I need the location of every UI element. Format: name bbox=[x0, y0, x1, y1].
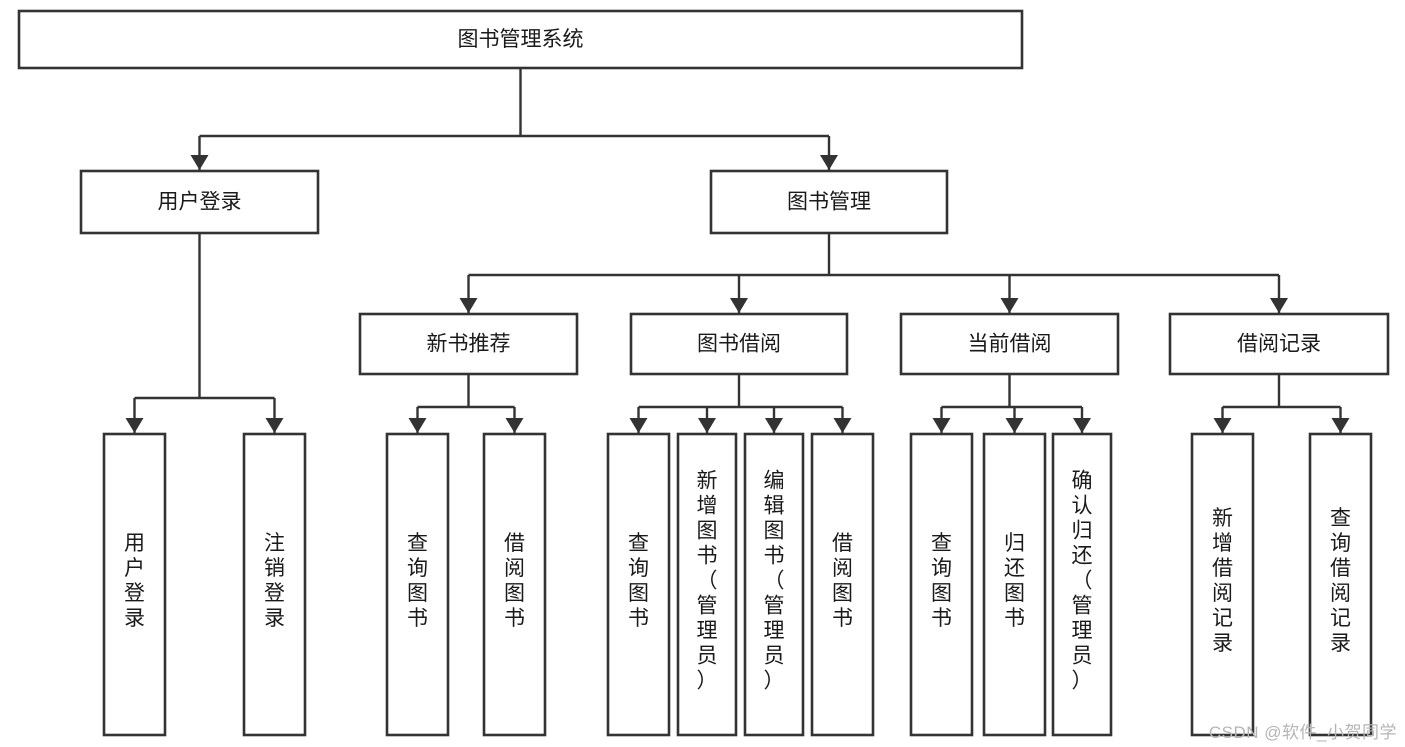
node-leaf-3[interactable]: 借阅图书 bbox=[482, 432, 547, 737]
node-level2-3-box bbox=[1168, 312, 1390, 376]
node-level2-3[interactable]: 借阅记录 bbox=[1168, 312, 1390, 376]
node-leaf-8-label: 查询图书 bbox=[931, 532, 952, 630]
node-leaf-5[interactable]: 新增图书（管理员） bbox=[676, 432, 738, 737]
arrow-head-icon bbox=[820, 155, 838, 170]
node-leaf-1-box bbox=[242, 432, 307, 737]
node-level2-1-label: 图书借阅 bbox=[697, 333, 781, 356]
node-level1-1-label: 图书管理 bbox=[787, 191, 871, 214]
node-leaf-6[interactable]: 编辑图书（管理员） bbox=[743, 432, 805, 737]
node-leaf-4[interactable]: 查询图书 bbox=[606, 432, 671, 737]
node-level2-0-box bbox=[358, 312, 579, 376]
node-level1-0[interactable]: 用户登录 bbox=[79, 169, 320, 235]
node-leaf-0-box bbox=[102, 432, 167, 737]
node-leaf-12-label: 查询借阅记录 bbox=[1330, 507, 1351, 655]
watermark-text: CSDN @软件_小贺同学 bbox=[1208, 723, 1397, 742]
node-leaf-9-label: 归还图书 bbox=[1004, 532, 1025, 630]
node-leaf-1[interactable]: 注销登录 bbox=[242, 432, 307, 737]
arrow-head-icon bbox=[765, 418, 783, 433]
node-level1-1[interactable]: 图书管理 bbox=[709, 169, 949, 235]
node-leaf-12-box bbox=[1308, 432, 1373, 737]
arrow-head-icon bbox=[730, 298, 748, 313]
node-root-system[interactable]: 图书管理系统 bbox=[17, 9, 1024, 70]
node-leaf-7[interactable]: 借阅图书 bbox=[810, 432, 875, 737]
node-leaf-2[interactable]: 查询图书 bbox=[385, 432, 450, 737]
node-leaf-10-box bbox=[1051, 432, 1113, 737]
arrow-head-icon bbox=[1005, 418, 1024, 433]
arrow-head-icon bbox=[1331, 418, 1350, 433]
node-leaf-7-label: 借阅图书 bbox=[832, 532, 853, 630]
arrow-head-icon bbox=[125, 418, 144, 433]
node-leaf-9[interactable]: 归还图书 bbox=[982, 432, 1047, 737]
arrow-head-icon bbox=[265, 418, 284, 433]
node-root-system-label: 图书管理系统 bbox=[458, 28, 584, 51]
node-leaf-8[interactable]: 查询图书 bbox=[909, 432, 974, 737]
node-leaf-11[interactable]: 新增借阅记录 bbox=[1190, 432, 1255, 737]
node-leaf-0[interactable]: 用户登录 bbox=[102, 432, 167, 737]
arrow-head-icon bbox=[833, 418, 852, 433]
arrow-head-icon bbox=[1270, 298, 1288, 313]
node-leaf-6-label: 编辑图书（管理员） bbox=[764, 470, 785, 693]
node-level1-1-box bbox=[709, 169, 949, 235]
node-level1-0-label: 用户登录 bbox=[158, 191, 242, 214]
node-leaf-10[interactable]: 确认归还（管理员） bbox=[1051, 432, 1113, 737]
node-leaf-5-label: 新增图书（管理员） bbox=[697, 470, 718, 693]
node-level2-0-label: 新书推荐 bbox=[427, 333, 511, 356]
arrow-head-icon bbox=[1000, 298, 1019, 313]
node-root-system-box bbox=[17, 9, 1024, 70]
arrow-head-icon bbox=[190, 155, 209, 170]
node-leaf-11-box bbox=[1190, 432, 1255, 737]
arrow-head-icon bbox=[1073, 418, 1091, 433]
node-leaf-1-label: 注销登录 bbox=[264, 532, 285, 630]
node-leaf-2-box bbox=[385, 432, 450, 737]
node-leaf-6-box bbox=[743, 432, 805, 737]
node-leaf-9-box bbox=[982, 432, 1047, 737]
node-leaf-3-box bbox=[482, 432, 547, 737]
arrow-head-icon bbox=[698, 418, 716, 433]
node-level2-2[interactable]: 当前借阅 bbox=[899, 312, 1120, 376]
arrow-head-icon bbox=[629, 418, 648, 433]
node-leaf-5-box bbox=[676, 432, 738, 737]
node-leaf-7-box bbox=[810, 432, 875, 737]
node-level2-1[interactable]: 图书借阅 bbox=[629, 312, 849, 376]
node-level2-1-box bbox=[629, 312, 849, 376]
node-leaf-0-label: 用户登录 bbox=[124, 532, 145, 630]
arrow-head-icon bbox=[1213, 418, 1232, 433]
arrow-head-icon bbox=[505, 418, 524, 433]
arrow-head-icon bbox=[932, 418, 951, 433]
node-leaf-4-box bbox=[606, 432, 671, 737]
node-leaf-8-box bbox=[909, 432, 974, 737]
arrow-head-icon bbox=[408, 418, 427, 433]
arrow-head-icon bbox=[459, 298, 478, 313]
node-leaf-10-label: 确认归还（管理员） bbox=[1072, 470, 1093, 693]
diagram-nodes: 图书管理系统用户登录图书管理新书推荐图书借阅当前借阅借阅记录用户登录注销登录查询… bbox=[17, 9, 1390, 737]
connector-links bbox=[125, 68, 1350, 433]
node-level2-3-label: 借阅记录 bbox=[1237, 333, 1321, 356]
node-leaf-12[interactable]: 查询借阅记录 bbox=[1308, 432, 1373, 737]
node-leaf-11-label: 新增借阅记录 bbox=[1212, 507, 1233, 655]
node-level1-0-box bbox=[79, 169, 320, 235]
node-leaf-4-label: 查询图书 bbox=[628, 532, 649, 630]
node-level2-0[interactable]: 新书推荐 bbox=[358, 312, 579, 376]
node-leaf-3-label: 借阅图书 bbox=[504, 532, 525, 630]
node-level2-2-box bbox=[899, 312, 1120, 376]
node-leaf-2-label: 查询图书 bbox=[407, 532, 428, 630]
node-level2-2-label: 当前借阅 bbox=[968, 333, 1052, 356]
